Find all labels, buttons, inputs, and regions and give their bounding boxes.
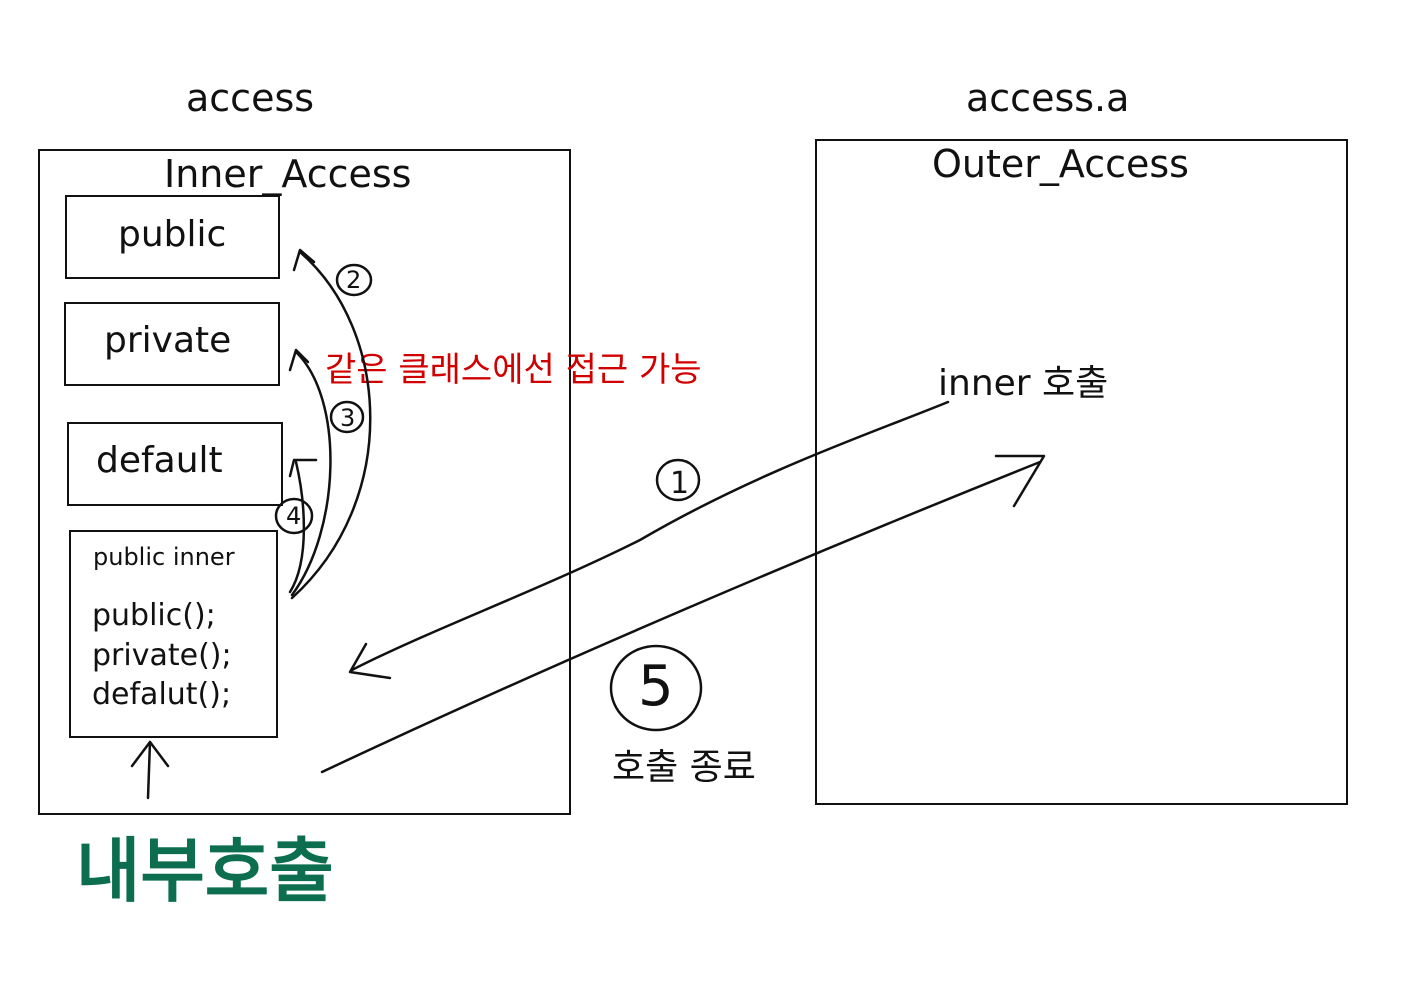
method-label-private: private — [104, 320, 232, 361]
inner-access-title: Inner_Access — [164, 152, 412, 196]
method-box-private — [64, 302, 280, 386]
step-4-number: 4 — [286, 502, 302, 530]
method-box-public — [65, 195, 280, 279]
package-label-access: access — [186, 76, 315, 120]
internal-call-label: 내부호출 — [76, 830, 334, 912]
inner-method-line-default: defalut(); — [92, 677, 232, 712]
inner-call-label: inner 호출 — [938, 363, 1109, 404]
same-class-access-note: 같은 클래스에선 접근 가능 — [325, 350, 702, 390]
inner-method-line-public: public(); — [92, 598, 216, 633]
inner-method-header: public inner — [93, 543, 235, 571]
step-2-number: 2 — [346, 266, 362, 294]
package-label-access-a: access.a — [966, 76, 1130, 120]
step-1-number: 1 — [670, 466, 690, 501]
step-3-number: 3 — [340, 404, 356, 432]
outer-access-title: Outer_Access — [932, 142, 1189, 186]
inner-method-box — [69, 530, 278, 738]
method-box-default — [67, 422, 283, 506]
inner-method-line-private: private(); — [92, 638, 232, 673]
method-label-public: public — [118, 214, 227, 255]
call-end-label: 호출 종료 — [612, 747, 756, 788]
outer-access-class-box — [815, 139, 1348, 805]
method-label-default: default — [96, 440, 223, 481]
step-5-number: 5 — [638, 654, 674, 719]
